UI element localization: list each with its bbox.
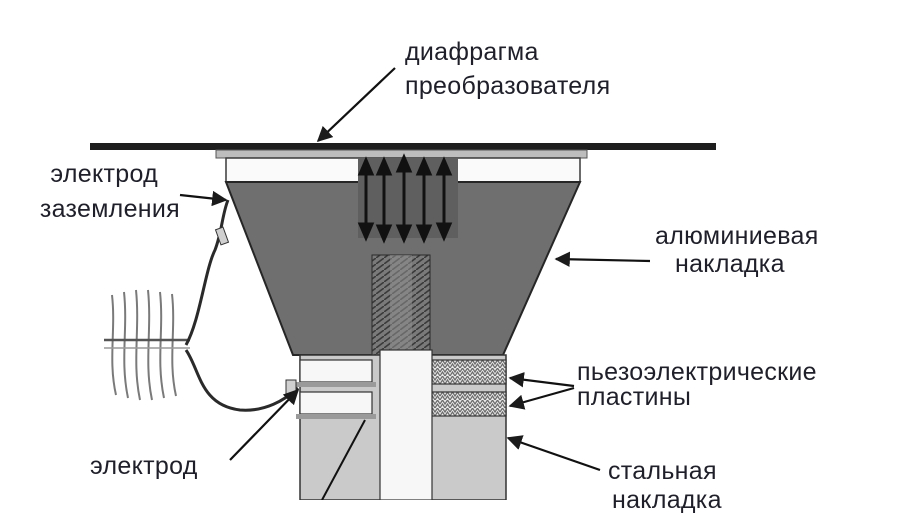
aluminum-leader <box>554 251 651 267</box>
steel-leader <box>506 435 601 472</box>
piezo-plates-label-line2: пластины <box>577 383 692 411</box>
vibration-arrows <box>357 153 458 244</box>
diaphragm-label-line1: диафрагма <box>405 38 539 66</box>
aluminum-cover-label-line2: накладка <box>675 250 785 278</box>
diaphragm-underside <box>215 149 588 159</box>
diaphragm-leader <box>316 67 396 143</box>
piezo-left-upper <box>299 359 373 383</box>
transducer-diagram <box>90 67 716 500</box>
piezo-right-upper <box>431 359 507 385</box>
piezo-left-lower <box>299 391 373 415</box>
ground-electrode-leader <box>179 190 228 207</box>
ground-electrode-label-line2: заземления <box>39 195 180 223</box>
central-rod <box>379 349 433 500</box>
steel-cover-label-line2: накладка <box>612 486 722 514</box>
ground-electrode-label-line1: электрод <box>50 160 158 188</box>
electrode-leader <box>229 388 300 461</box>
electrode-wire <box>184 349 300 412</box>
steel-cover-label-line1: стальная <box>608 457 717 485</box>
ground-wire <box>184 199 230 346</box>
piezo-leader-lower <box>508 386 575 410</box>
piezo-leader-upper <box>508 372 575 388</box>
aluminum-cover-label-line1: алюминиевая <box>655 222 819 250</box>
piezo-right-lower <box>431 391 507 417</box>
diaphragm-label-line2: преобразователя <box>405 72 611 100</box>
electrode-label: электрод <box>90 452 198 480</box>
coil-bundle <box>104 289 190 401</box>
piezo-plates-label-line1: пьезоэлектрические <box>577 358 817 386</box>
diaphragm-plate <box>90 143 716 150</box>
